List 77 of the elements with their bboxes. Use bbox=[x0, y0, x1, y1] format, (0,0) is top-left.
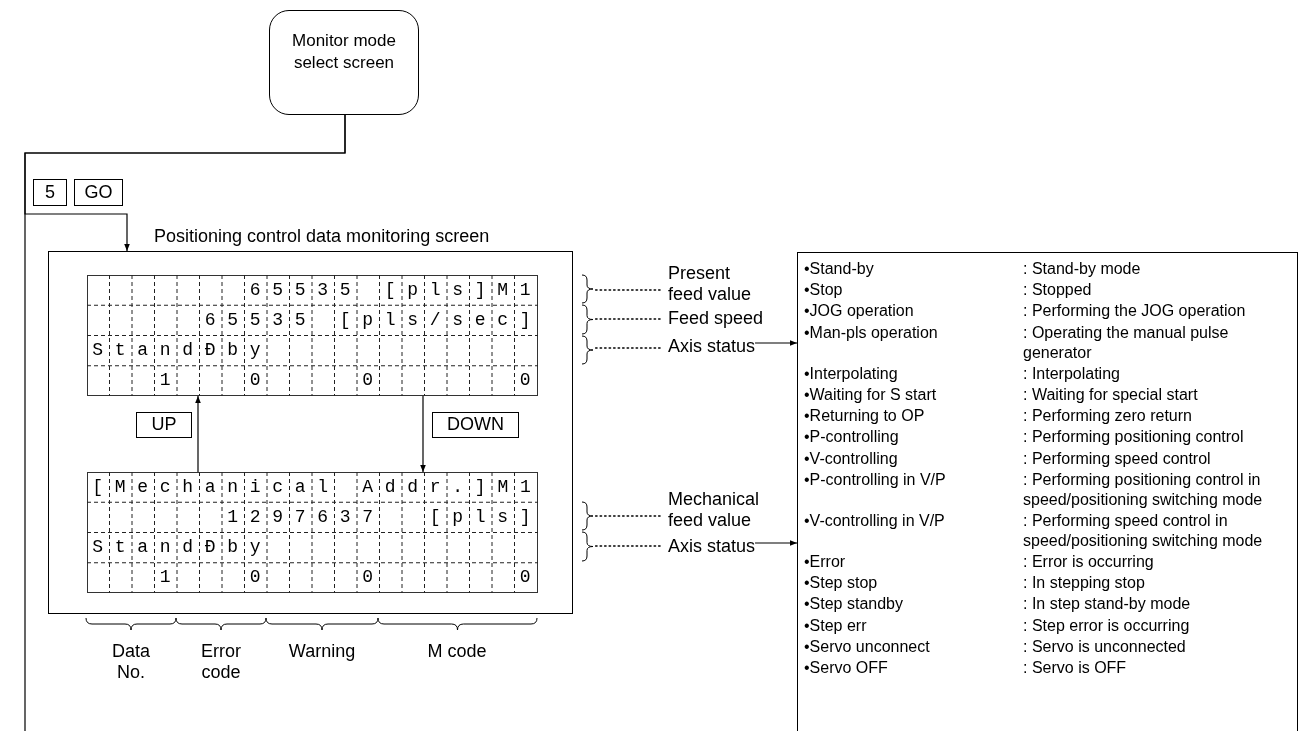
status-name: •V-controlling in V/P bbox=[804, 510, 946, 531]
status-description: : Stand-by mode bbox=[1023, 259, 1142, 279]
screen-title: Positioning control data monitoring screen bbox=[154, 226, 490, 247]
status-name: •V-controlling bbox=[804, 448, 899, 469]
lcd-text: 65535 [pls/sec] bbox=[204, 308, 531, 332]
arrow bbox=[754, 540, 798, 546]
status-description: : Performing positioning control bbox=[1023, 427, 1245, 448]
lcd-text: 0 bbox=[249, 369, 261, 393]
status-name: •Interpolating bbox=[804, 363, 899, 384]
status-name: •JOG operation bbox=[804, 301, 915, 322]
lcd-display bbox=[87, 472, 538, 593]
connector-line bbox=[24, 114, 346, 731]
status-name: •Step err bbox=[804, 615, 868, 636]
box-text: Monitor mode select screen bbox=[291, 29, 397, 74]
status-description: : Performing speed control in speed/positioning switching mode bbox=[1023, 510, 1264, 551]
arrow bbox=[754, 340, 798, 346]
key-label: DOWN bbox=[432, 412, 519, 438]
status-name: •Man-pls operation bbox=[804, 322, 939, 343]
status-description: : Servo is OFF bbox=[1023, 658, 1128, 678]
status-description: : Error is occurring bbox=[1023, 552, 1155, 573]
key-label: 5 bbox=[33, 179, 67, 206]
status-description: : Interpolating bbox=[1023, 363, 1121, 384]
lcd-text: StandÐby bbox=[92, 339, 261, 362]
status-name: •Step standby bbox=[804, 594, 904, 615]
status-description: : Performing positioning control in speed/positioning switching mode bbox=[1023, 469, 1264, 510]
status-description: : In stepping stop bbox=[1023, 573, 1146, 594]
status-description: : Performing zero return bbox=[1023, 406, 1193, 427]
leader-line bbox=[593, 318, 661, 320]
lcd-text: 0 bbox=[362, 566, 374, 590]
leader-line bbox=[593, 515, 661, 517]
field-label: Data No. bbox=[111, 641, 151, 683]
lcd-text: 65535 [pls]M1 bbox=[249, 278, 531, 302]
lcd-text: 0 bbox=[519, 566, 531, 590]
lcd-text: [Mechanical Addr.]M1 bbox=[92, 475, 531, 499]
lcd-text: 1297637 [pls] bbox=[227, 505, 531, 529]
status-description: : Performing speed control bbox=[1023, 448, 1212, 469]
status-name: •P-controlling bbox=[804, 427, 900, 448]
key-label: UP bbox=[136, 412, 192, 438]
arrow bbox=[420, 395, 426, 473]
status-description: : Operating the manual pulse generator bbox=[1023, 322, 1230, 363]
key-label: GO bbox=[74, 179, 123, 206]
status-description: : In step stand-by mode bbox=[1023, 594, 1192, 615]
status-name: •Waiting for S start bbox=[804, 384, 938, 405]
status-description: : Step error is occurring bbox=[1023, 615, 1191, 636]
status-name: •Returning to OP bbox=[804, 406, 926, 427]
status-description: : Waiting for special start bbox=[1023, 384, 1199, 405]
field-label: Warning bbox=[287, 641, 357, 662]
callout-label: Mechanical feed value bbox=[660, 489, 770, 531]
lcd-text: 0 bbox=[249, 566, 261, 590]
callout-label: Feed speed bbox=[660, 308, 764, 329]
status-description: : Performing the JOG operation bbox=[1023, 301, 1247, 322]
lcd-display bbox=[87, 275, 538, 396]
status-list-box bbox=[797, 252, 1298, 731]
status-name: •Error bbox=[804, 552, 847, 573]
lcd-text: StandÐby bbox=[92, 536, 261, 559]
status-name: •Step stop bbox=[804, 573, 879, 594]
lcd-text: 1 bbox=[159, 369, 171, 393]
field-label: Error code bbox=[200, 641, 242, 683]
leader-line bbox=[593, 289, 661, 291]
status-description: : Servo is unconnected bbox=[1023, 636, 1187, 657]
lcd-text: 0 bbox=[519, 369, 531, 393]
status-name: •P-controlling in V/P bbox=[804, 469, 947, 490]
callout-label: Axis status bbox=[660, 336, 756, 357]
callout-label: Present feed value bbox=[660, 263, 770, 305]
lcd-text: 1 bbox=[159, 566, 171, 590]
status-name: •Servo OFF bbox=[804, 658, 889, 678]
lcd-text: 0 bbox=[362, 369, 374, 393]
status-name: •Servo unconnect bbox=[804, 636, 931, 657]
leader-line bbox=[593, 347, 661, 349]
leader-line bbox=[593, 545, 661, 547]
status-description: : Stopped bbox=[1023, 280, 1093, 301]
status-name: •Stand-by bbox=[804, 259, 875, 279]
status-name: •Stop bbox=[804, 280, 844, 301]
screen-box bbox=[269, 10, 419, 115]
arrow bbox=[195, 395, 201, 473]
callout-label: Axis status bbox=[660, 536, 756, 557]
field-label: M code bbox=[426, 641, 488, 662]
